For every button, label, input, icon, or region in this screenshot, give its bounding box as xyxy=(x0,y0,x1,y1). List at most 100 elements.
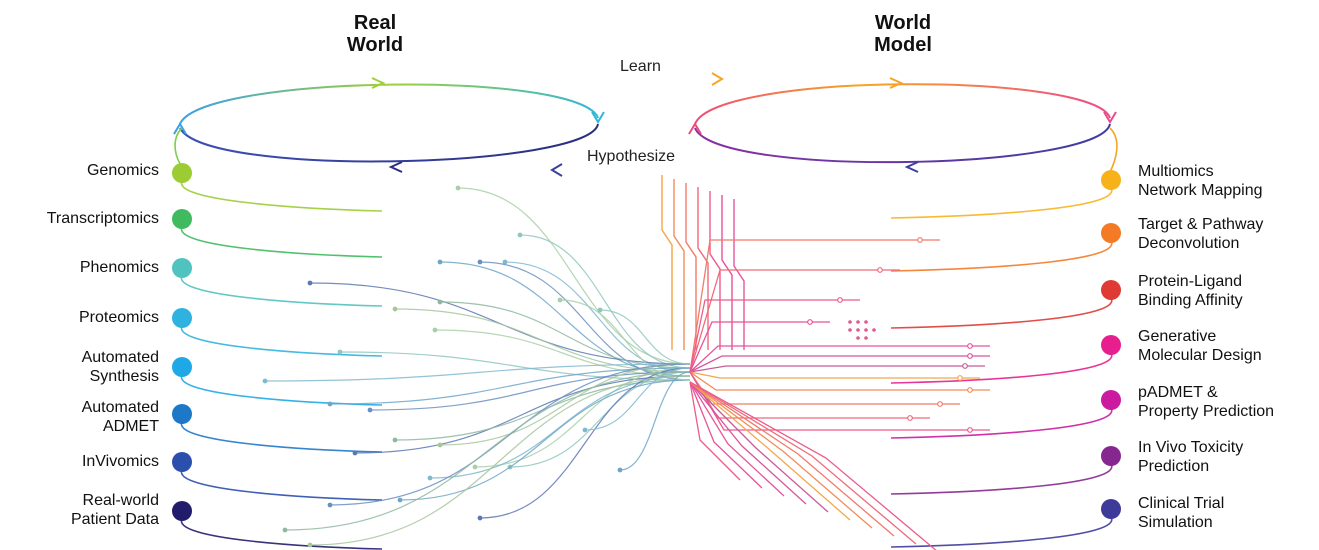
circuit-pad xyxy=(962,363,968,369)
left-item-dot xyxy=(172,163,192,183)
circuit-pad xyxy=(872,328,876,332)
right-item-dot xyxy=(1101,280,1121,300)
right-connector-line xyxy=(890,187,1113,219)
left-item-proteomics: Proteomics xyxy=(78,309,159,326)
right-item-dot xyxy=(1101,499,1121,519)
left-connector-line xyxy=(180,518,383,550)
circuit-trace xyxy=(689,365,985,373)
circuit-trace xyxy=(685,183,697,350)
data-strand xyxy=(559,299,691,381)
left-item-dot xyxy=(172,209,192,229)
left-item-dot xyxy=(172,452,192,472)
left-item-genomics: Genomics xyxy=(86,162,159,179)
circuit-pad xyxy=(864,336,868,340)
strand-node xyxy=(582,427,588,433)
strand-node xyxy=(477,259,483,265)
circuit-pad xyxy=(967,427,973,433)
circuit-pad xyxy=(848,328,852,332)
circuit-trace xyxy=(689,269,900,373)
right-item-generative-molecular-design: Generative Molecular Design xyxy=(1138,328,1262,364)
strand-node xyxy=(392,437,398,443)
circuit-trace xyxy=(689,321,830,373)
left-item-dot xyxy=(172,501,192,521)
strand-node xyxy=(455,185,461,191)
left-item-automated-synthesis: Automated Synthesis xyxy=(81,349,159,385)
world-model-cycle xyxy=(688,77,1117,173)
left-item-dot xyxy=(172,404,192,424)
circuit-pad xyxy=(967,343,973,349)
right-connector-line xyxy=(1109,127,1118,173)
strand-node xyxy=(517,232,523,238)
circuit-trace xyxy=(689,381,917,545)
right-item-dot xyxy=(1101,223,1121,243)
circuit-trace xyxy=(721,195,733,350)
hypothesize-label: Hypothesize xyxy=(587,148,676,165)
circuit-pad xyxy=(967,387,973,393)
strand-node xyxy=(597,307,603,313)
left-connectors xyxy=(174,127,383,550)
data-strand xyxy=(439,261,691,377)
circuit-pad xyxy=(967,353,973,359)
circuit-trace xyxy=(689,381,937,550)
left-connector-line xyxy=(180,469,383,501)
data-strands xyxy=(262,185,691,548)
world-model-title: World Model xyxy=(874,12,932,56)
left-connector-line xyxy=(174,127,183,167)
circuit-pad xyxy=(856,328,860,332)
right-item-in-vivo-toxicity-prediction: In Vivo Toxicity Prediction xyxy=(1138,439,1244,475)
circuit-trace xyxy=(689,371,960,405)
real-world-cycle xyxy=(173,77,605,173)
circuit-trace xyxy=(689,381,785,497)
circuit-trace xyxy=(709,191,721,350)
right-item-dot xyxy=(1101,390,1121,410)
learn-label: Learn xyxy=(620,58,661,75)
circuit-pad xyxy=(877,267,883,273)
strand-node xyxy=(327,502,333,508)
circuit-trace xyxy=(689,381,873,529)
circuit-pad xyxy=(864,320,868,324)
circuit-pad xyxy=(807,319,813,325)
data-strand xyxy=(329,367,691,405)
circuit-traces xyxy=(661,175,990,550)
circuit-pad xyxy=(907,415,913,421)
circuit-trace xyxy=(733,199,745,350)
circuit-pad xyxy=(864,328,868,332)
strand-node xyxy=(437,442,443,448)
right-connector-line xyxy=(890,463,1113,495)
right-item-multiomics-network-mapping: Multiomics Network Mapping xyxy=(1138,163,1263,199)
left-item-dot xyxy=(172,258,192,278)
left-item-transcriptomics: Transcriptomics xyxy=(46,210,159,227)
data-strand xyxy=(599,309,691,365)
right-item-dot xyxy=(1101,170,1121,190)
circuit-trace xyxy=(689,381,895,537)
strand-node xyxy=(352,450,358,456)
real-world-title: Real World xyxy=(346,12,404,56)
right-connector-line xyxy=(890,297,1113,329)
right-item-dots xyxy=(1101,170,1121,519)
right-connectors xyxy=(890,127,1118,548)
circuit-pad xyxy=(957,375,963,381)
strand-node xyxy=(437,299,443,305)
data-strand xyxy=(264,363,691,382)
left-connector-line xyxy=(180,421,383,453)
data-strand xyxy=(584,367,691,431)
circuit-pad xyxy=(837,297,843,303)
right-connector-line xyxy=(890,240,1113,272)
data-strand xyxy=(509,371,691,468)
strand-node xyxy=(432,327,438,333)
strand-node xyxy=(397,497,403,503)
circuit-trace xyxy=(689,355,990,373)
circuit-trace xyxy=(689,381,851,521)
strand-node xyxy=(262,378,268,384)
circuit-trace xyxy=(689,371,990,391)
strand-node xyxy=(337,349,343,355)
circuit-pad xyxy=(856,320,860,324)
right-item-clinical-trial-simulation: Clinical Trial Simulation xyxy=(1138,495,1225,531)
circuit-trace xyxy=(661,175,673,350)
circuit-trace xyxy=(689,371,930,419)
left-connector-line xyxy=(180,275,383,307)
circuit-trace xyxy=(689,381,741,481)
right-connector-line xyxy=(890,516,1113,548)
strand-node xyxy=(307,542,313,548)
